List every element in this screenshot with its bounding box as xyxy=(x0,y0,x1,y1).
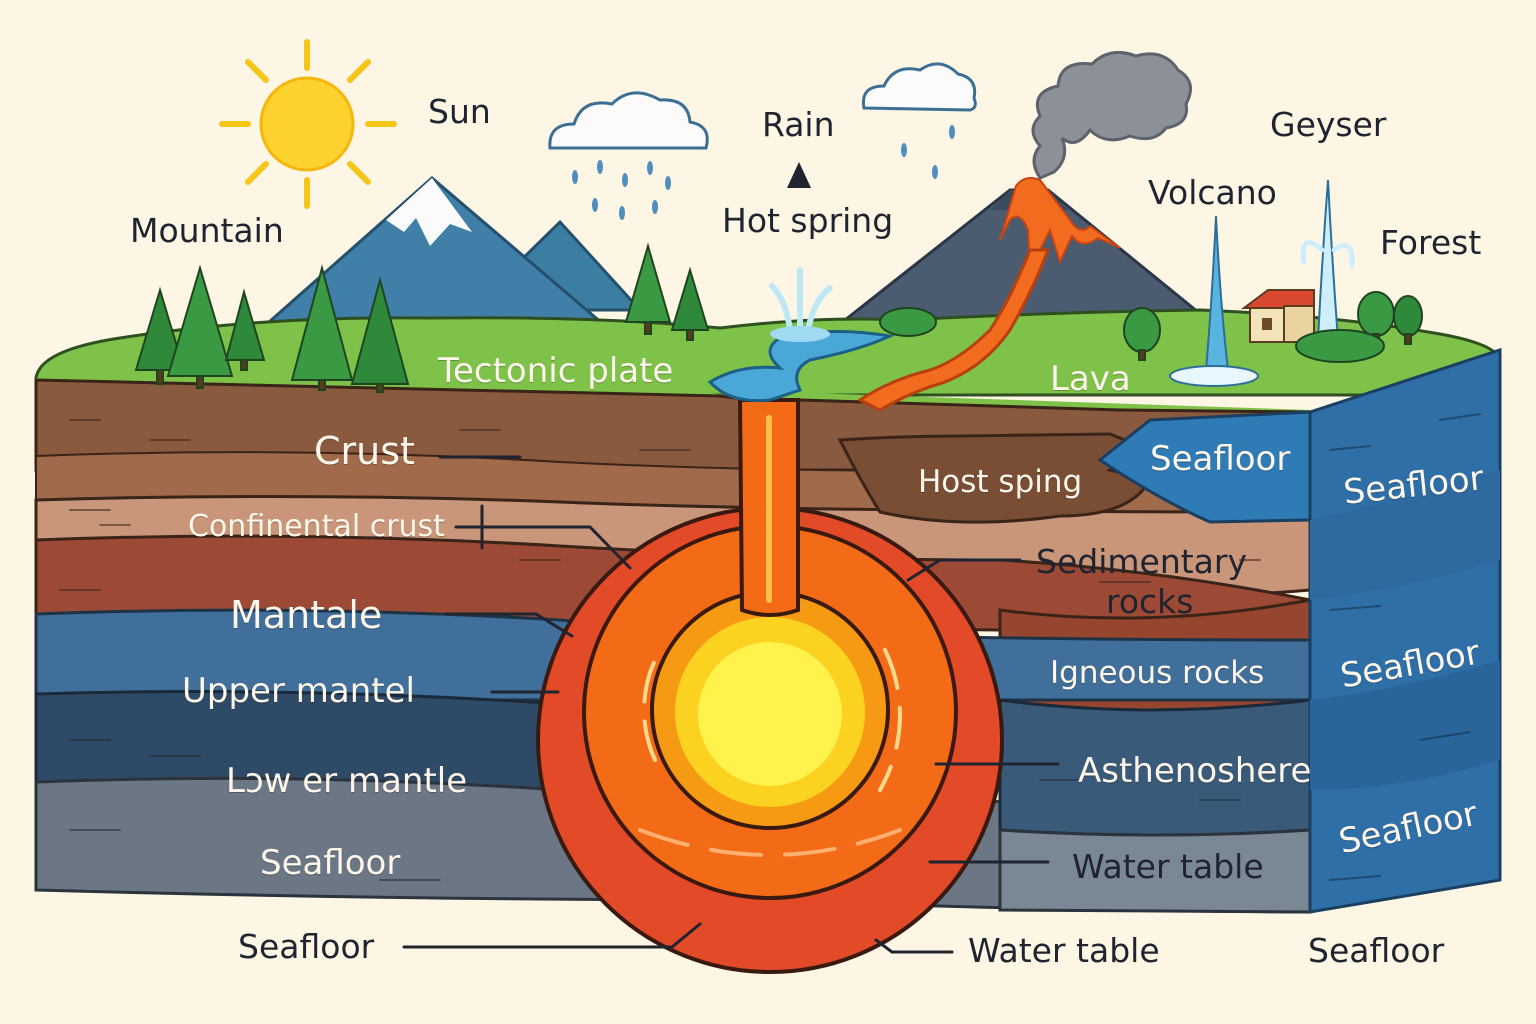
seafloor-layer-label: Seafloor xyxy=(260,843,401,883)
seafloor-bottom-left-label: Seafloor xyxy=(238,927,375,966)
hot-spring-icon xyxy=(769,267,833,342)
asthenosphere-label: Asthenoshere xyxy=(1078,751,1312,791)
mountain-label: Mountain xyxy=(130,211,284,250)
water-table-right-label: Water table xyxy=(1072,847,1264,886)
cloud-icon xyxy=(548,91,709,150)
cloud-icon xyxy=(861,62,977,112)
seafloor-top-right-label: Seafloor xyxy=(1150,439,1291,479)
continental-crust-label: Confinental crust xyxy=(188,509,445,544)
river xyxy=(707,329,896,403)
mantle-label: Mantale xyxy=(230,593,383,637)
tectonic-plate-label: Tectonic plate xyxy=(438,351,674,391)
triangle-marker-icon xyxy=(787,162,811,188)
geyser-icon xyxy=(1169,215,1259,387)
forest-label: Forest xyxy=(1380,223,1482,262)
crust-label: Crust xyxy=(314,429,415,473)
water-table-bottom-label: Water table xyxy=(968,931,1160,970)
seafloor-bottom-right-label: Seafloor xyxy=(1308,931,1445,970)
upper-mantle-label: Upper mantel xyxy=(182,671,415,711)
sedimentary-rocks-label-line1: Sedimentary xyxy=(1036,542,1247,581)
lava-label: Lava xyxy=(1050,359,1131,399)
leader-lines xyxy=(402,455,1060,954)
geyser-label: Geyser xyxy=(1270,105,1387,144)
sun-icon xyxy=(219,39,397,209)
earth-core-icon xyxy=(536,506,1004,974)
volcano-label: Volcano xyxy=(1148,173,1277,212)
sun-label: Sun xyxy=(428,92,491,131)
lower-mantle-label: Lɔw er mantle xyxy=(226,761,468,801)
host-spring-label: Host sping xyxy=(918,464,1083,500)
sedimentary-rocks-label-line2: rocks xyxy=(1106,582,1194,621)
rain-label: Rain xyxy=(762,105,835,144)
lava-flow xyxy=(857,248,1051,412)
geyser-icon xyxy=(1300,179,1355,341)
mountain-icon xyxy=(256,176,644,332)
hot-spring-label: Hot spring xyxy=(722,201,894,240)
rain-icon xyxy=(572,160,671,220)
house-icon xyxy=(1241,289,1315,343)
igneous-rocks-label: Igneous rocks xyxy=(1050,655,1265,691)
tree-icon xyxy=(134,242,1423,393)
rain-icon xyxy=(901,125,955,179)
